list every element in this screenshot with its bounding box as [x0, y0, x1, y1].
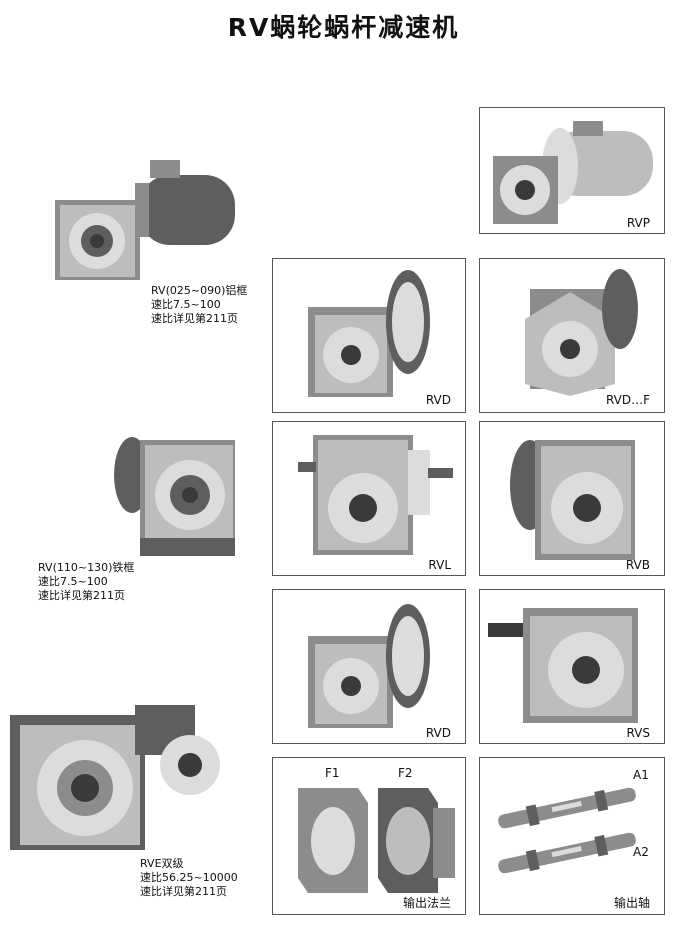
- page-title: RV蜗轮蜗杆减速机: [227, 13, 460, 42]
- rve-ratio: 速比56.25~10000: [140, 871, 238, 884]
- rvp-label: RVP: [626, 216, 650, 230]
- rvd-bottom-label: RVD: [425, 726, 451, 740]
- rv-aluminum-ref: 速比详见第211页: [151, 312, 238, 325]
- rvl-reducer-image: [298, 435, 453, 555]
- shaft-a2-label: A2: [633, 845, 649, 859]
- panel-rvd-bottom: RVD: [272, 589, 466, 744]
- rve-ref: 速比详见第211页: [140, 885, 227, 898]
- rvb-reducer-image: [510, 440, 635, 560]
- rve-model: RVE双级: [140, 857, 184, 870]
- rvd-f-reducer-image: [525, 269, 638, 396]
- rv-iron-reducer-image: [114, 437, 235, 556]
- panel-rvl: RVL: [272, 421, 466, 576]
- panel-rvs: RVS: [479, 589, 665, 744]
- panel-output-flange: F1 F2 输出法兰: [272, 757, 466, 915]
- panel-rvb: RVB: [479, 421, 665, 576]
- rvd-f-label: RVD…F: [605, 393, 650, 407]
- panel-rvd-f: RVD…F: [479, 258, 665, 413]
- rv-aluminum-description: RV(025~090)铝框 速比7.5~100 速比详见第211页: [151, 284, 247, 326]
- rve-description: RVE双级 速比56.25~10000 速比详见第211页: [140, 857, 238, 899]
- panel-rvd-top: RVD: [272, 258, 466, 413]
- output-flange-image: [298, 788, 455, 893]
- rvl-label: RVL: [428, 558, 451, 572]
- shaft-a1-label: A1: [633, 768, 649, 782]
- rvd-bottom-reducer-image: [308, 604, 430, 728]
- output-shaft-image: [498, 787, 636, 874]
- rv-aluminum-model: RV(025~090)铝框: [151, 284, 248, 297]
- rv-iron-description: RV(110~130)铁框 速比7.5~100 速比详见第211页: [38, 561, 134, 603]
- rv-iron-ratio: 速比7.5~100: [38, 575, 108, 588]
- rv-aluminum-ratio: 速比7.5~100: [151, 298, 221, 311]
- rv-aluminum-reducer-image: [55, 160, 235, 280]
- rv-iron-model: RV(110~130)铁框: [38, 561, 135, 574]
- flange-caption: 输出法兰: [402, 896, 451, 910]
- flange-f2-label: F2: [398, 766, 413, 780]
- rvb-label: RVB: [625, 558, 650, 572]
- rvp-reducer-image: [493, 121, 653, 224]
- rvs-label: RVS: [626, 726, 650, 740]
- rvd-top-label: RVD: [425, 393, 451, 407]
- panel-rvp: RVP: [479, 107, 665, 234]
- rvs-reducer-image: [488, 608, 638, 723]
- rve-double-reducer-image: [10, 705, 220, 850]
- flange-f1-label: F1: [325, 766, 340, 780]
- rv-iron-ref: 速比详见第211页: [38, 589, 125, 602]
- rvd-reducer-image: [308, 270, 430, 397]
- shaft-caption: 输出轴: [613, 896, 650, 910]
- panel-output-shaft: A1 A2 输出轴: [479, 757, 665, 915]
